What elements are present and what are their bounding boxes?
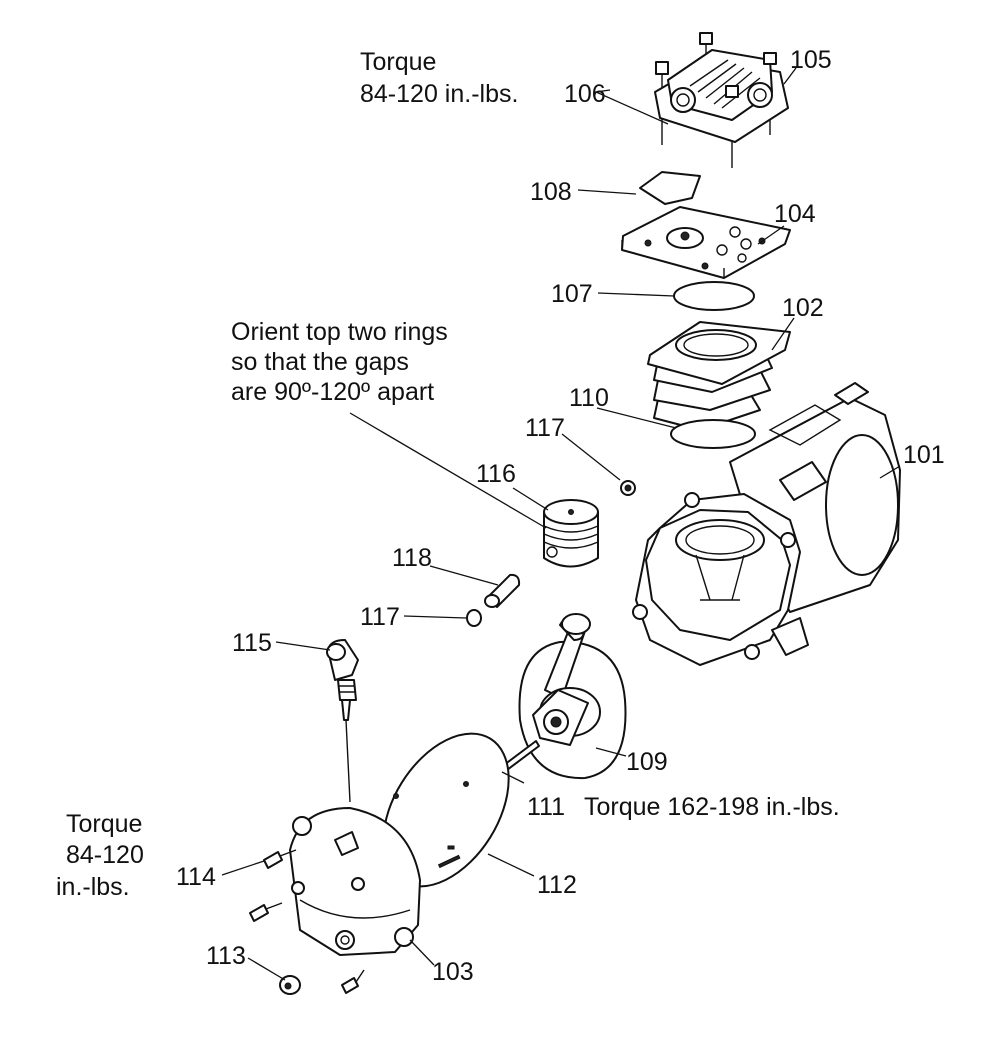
wrist-pin-118 bbox=[484, 573, 521, 608]
callout-114: 114 bbox=[176, 863, 216, 891]
plug-113 bbox=[279, 975, 301, 995]
torque-cover-line1: Torque bbox=[66, 810, 142, 838]
callout-107: 107 bbox=[551, 280, 593, 308]
callout-108: 108 bbox=[530, 178, 572, 206]
piston-116 bbox=[543, 499, 599, 568]
torque-note-rod: Torque 162-198 in.-lbs. bbox=[584, 793, 840, 821]
valve-plate-104 bbox=[621, 206, 791, 279]
callout-117-lower: 117 bbox=[360, 603, 400, 631]
motor-housing-101 bbox=[632, 382, 901, 666]
connecting-rod-109 bbox=[518, 613, 627, 780]
orient-line3: are 90º-120º apart bbox=[231, 378, 434, 406]
callout-115: 115 bbox=[232, 629, 272, 657]
part-callouts: 106 105 108 104 107 102 110 117 101 116 … bbox=[176, 46, 945, 986]
torque-note-cover: Torque 84-120 in.-lbs. bbox=[56, 810, 144, 901]
callout-117-upper: 117 bbox=[525, 414, 565, 442]
callout-109: 109 bbox=[626, 748, 668, 776]
cylinder-head-105 bbox=[654, 32, 789, 168]
callout-101: 101 bbox=[903, 441, 945, 469]
torque-cover-line2: 84-120 bbox=[66, 841, 144, 869]
callout-118: 118 bbox=[392, 544, 432, 572]
cylinder-102 bbox=[647, 321, 791, 431]
end-cover-103 bbox=[289, 807, 421, 956]
gasket-108 bbox=[639, 171, 701, 205]
callout-105: 105 bbox=[790, 46, 832, 74]
callout-113: 113 bbox=[206, 942, 246, 970]
callout-103: 103 bbox=[432, 958, 474, 986]
leader-lines bbox=[221, 67, 901, 981]
callout-116: 116 bbox=[476, 460, 516, 488]
callout-111: 111 bbox=[527, 793, 565, 821]
torque-cover-line3: in.-lbs. bbox=[56, 873, 130, 901]
callout-104: 104 bbox=[774, 200, 816, 228]
ring-orientation-note: Orient top two rings so that the gaps ar… bbox=[231, 318, 448, 406]
orient-line2: so that the gaps bbox=[231, 348, 409, 376]
o-ring-107 bbox=[673, 281, 755, 311]
callout-110: 110 bbox=[569, 384, 609, 412]
callout-112: 112 bbox=[537, 871, 577, 899]
callout-102: 102 bbox=[782, 294, 824, 322]
orient-line1: Orient top two rings bbox=[231, 318, 448, 346]
retaining-clip-117-upper bbox=[620, 480, 636, 496]
screws-114 bbox=[249, 849, 365, 994]
gasket-110 bbox=[670, 419, 756, 449]
retaining-clip-117-lower bbox=[466, 609, 482, 627]
dipstick-115 bbox=[326, 639, 359, 803]
torque-head-line2: 84-120 in.-lbs. bbox=[360, 80, 518, 108]
torque-note-head: Torque 84-120 in.-lbs. bbox=[360, 48, 518, 108]
callout-106: 106 bbox=[564, 80, 606, 108]
torque-head-line1: Torque bbox=[360, 48, 436, 76]
